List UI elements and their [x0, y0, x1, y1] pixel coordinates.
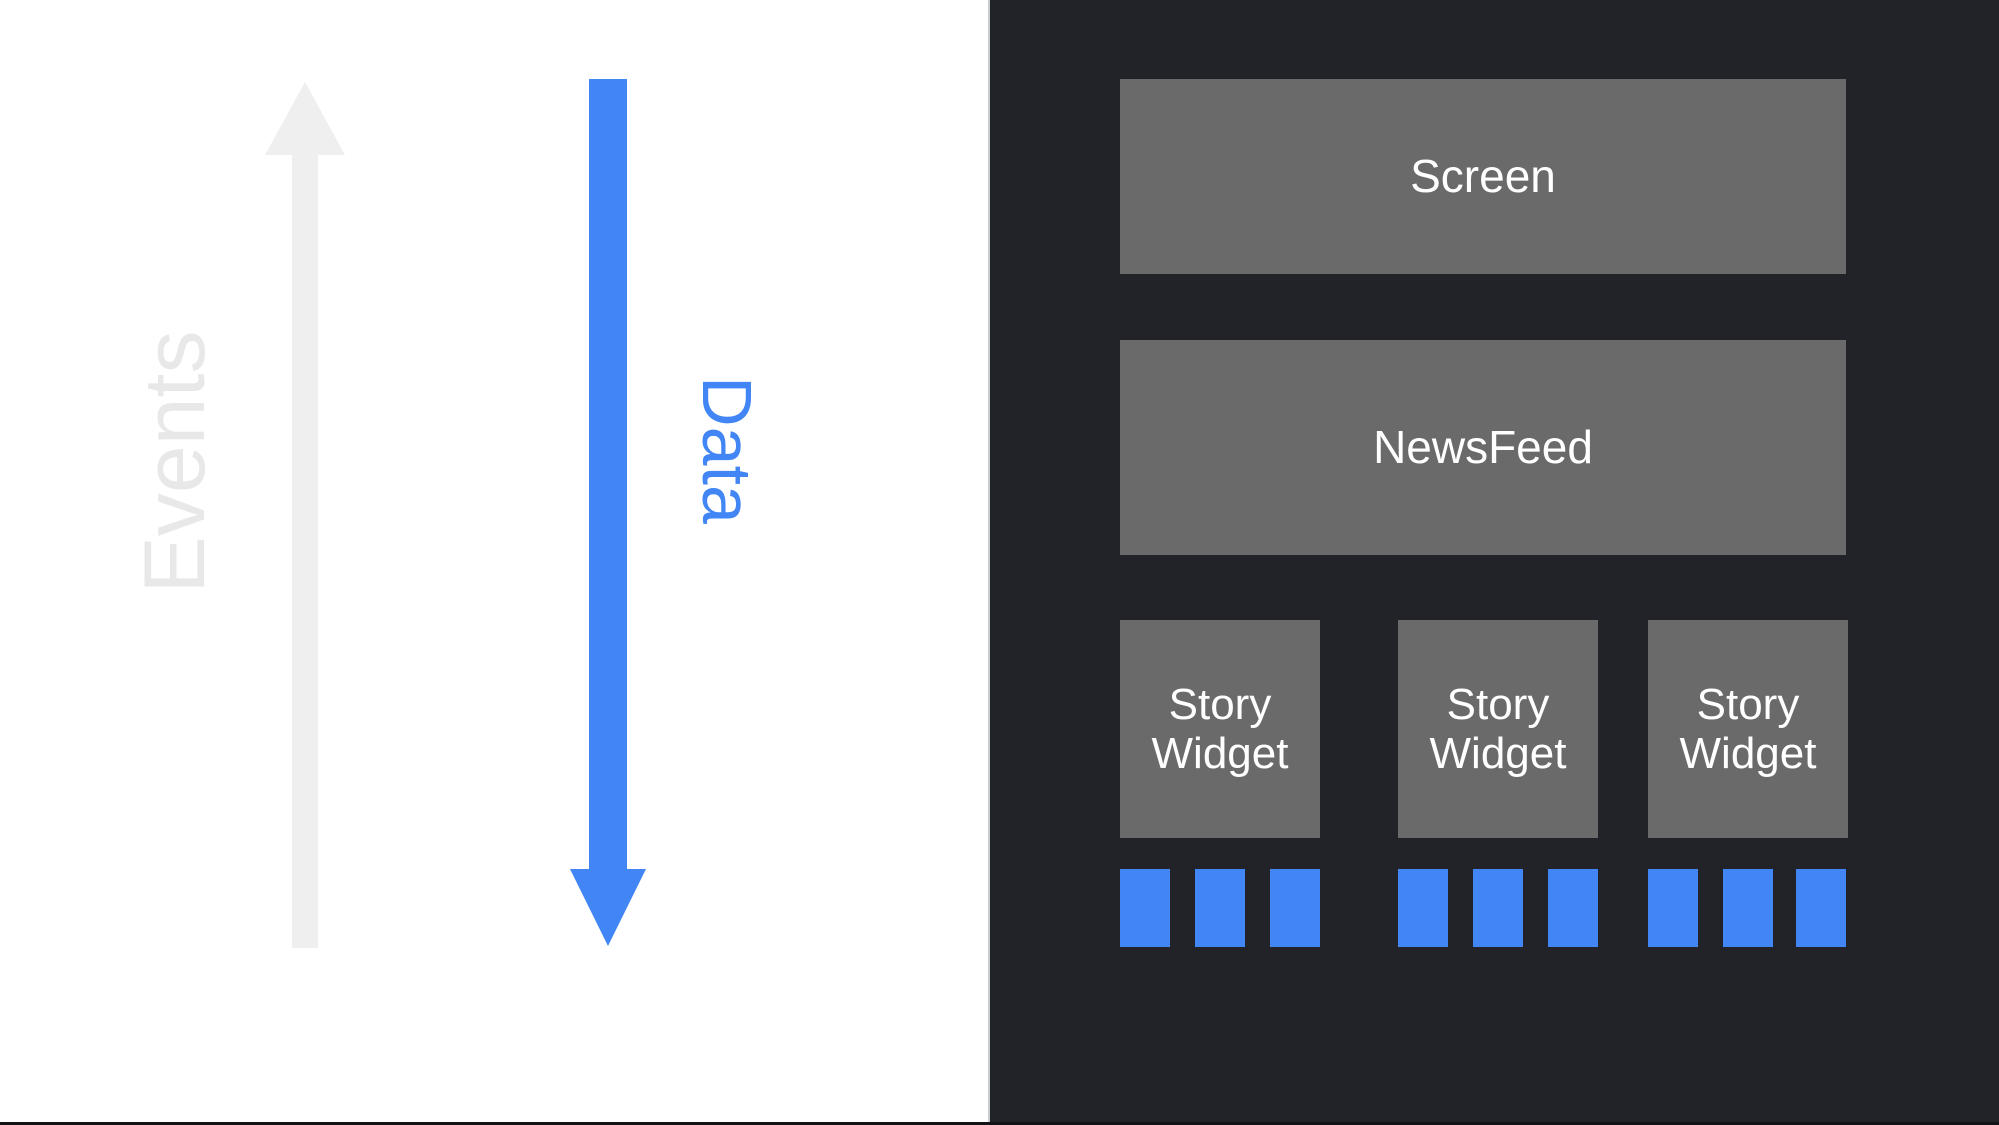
story-widget-node-1[interactable]: Story Widget [1398, 620, 1598, 838]
leaf-node-1-2[interactable] [1548, 869, 1598, 947]
leaf-node-1-1[interactable] [1473, 869, 1523, 947]
leaf-node-2-1[interactable] [1723, 869, 1773, 947]
data-axis-label: Data [688, 376, 766, 524]
leaf-node-2-0[interactable] [1648, 869, 1698, 947]
leaf-node-row [1120, 869, 1846, 947]
leaf-node-1-0[interactable] [1398, 869, 1448, 947]
arrow-down-icon [570, 79, 646, 946]
bottom-edge-rule [0, 1122, 1999, 1125]
leaf-node-2-2[interactable] [1796, 869, 1846, 947]
story-widget-node-2[interactable]: Story Widget [1648, 620, 1848, 838]
screen-node[interactable]: Screen [1120, 79, 1846, 274]
story-widget-node-0[interactable]: Story Widget [1120, 620, 1320, 838]
leaf-node-0-1[interactable] [1195, 869, 1245, 947]
flow-legend-panel: Events Data [0, 0, 990, 1125]
events-axis-label: Events [127, 330, 223, 594]
panel-divider [988, 0, 990, 1122]
arrow-up-icon [265, 82, 345, 948]
widget-tree: Screen NewsFeed Story Widget Story Widge… [1120, 0, 1848, 1125]
newsfeed-node[interactable]: NewsFeed [1120, 340, 1846, 555]
widget-tree-panel: Screen NewsFeed Story Widget Story Widge… [990, 0, 1999, 1125]
leaf-node-0-0[interactable] [1120, 869, 1170, 947]
leaf-node-0-2[interactable] [1270, 869, 1320, 947]
